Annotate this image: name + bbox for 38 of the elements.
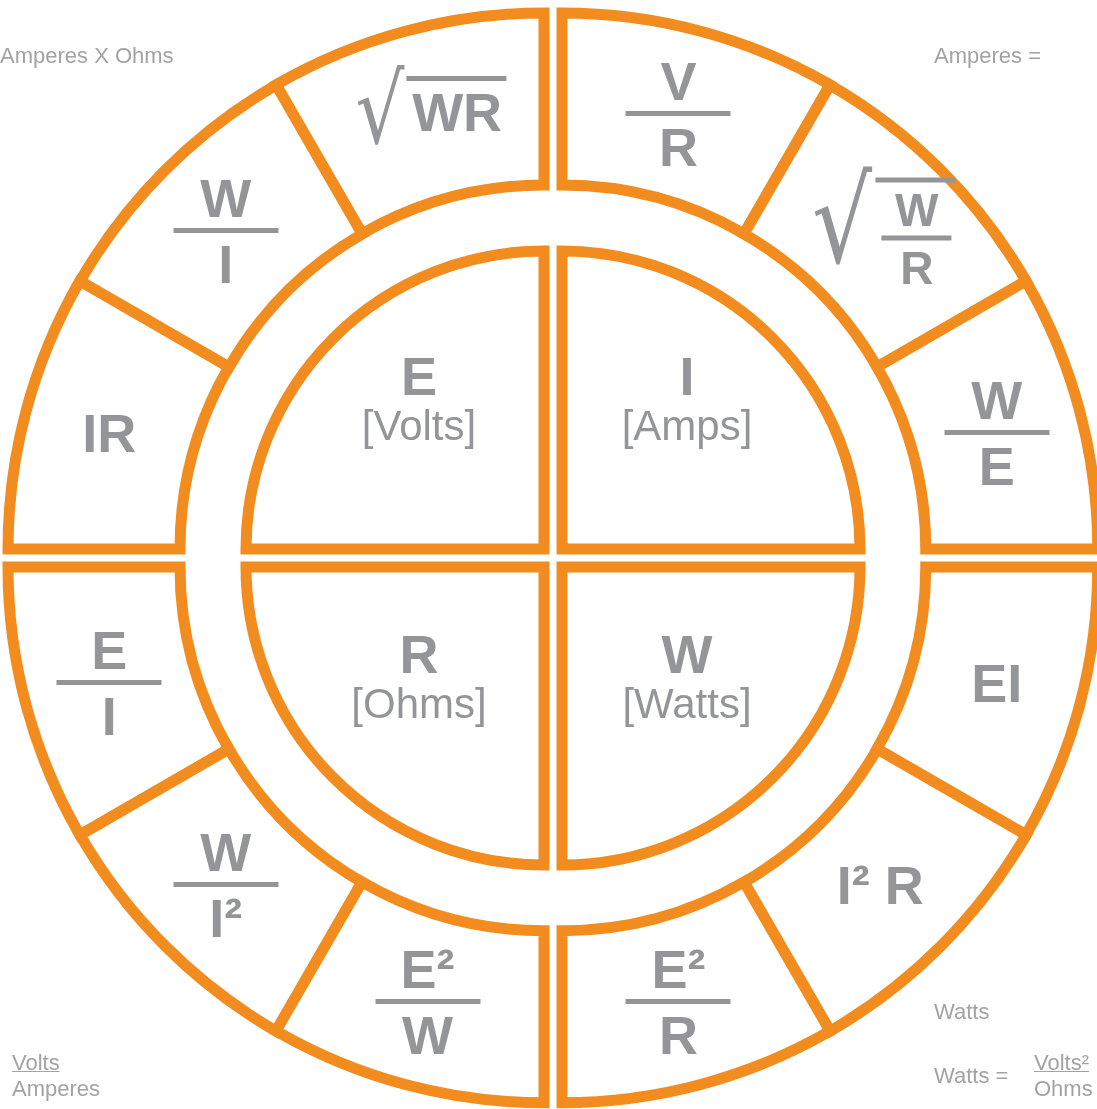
note-text: Amperes = <box>934 44 1041 69</box>
denominator: I <box>218 236 234 291</box>
denominator: R <box>900 244 934 291</box>
denominator: R <box>658 120 698 175</box>
unit-text: [Amps] <box>621 402 753 450</box>
square-root-sign: √ <box>355 62 404 159</box>
quantity-symbol: R <box>399 626 439 681</box>
unit-text: [Ohms] <box>351 680 487 728</box>
quantity-symbol: W <box>661 626 713 681</box>
denominator: I <box>101 689 117 744</box>
numerator: E² <box>651 941 706 996</box>
formula-text: WR <box>412 82 503 143</box>
note-text: Volts <box>12 1051 60 1076</box>
note-text: Ohms <box>1034 1077 1093 1102</box>
unit-text: [Volts] <box>361 402 477 450</box>
numerator: W <box>971 372 1023 427</box>
note-text: Amperes X Ohms <box>0 44 174 69</box>
square-root-sign: √ <box>812 161 873 280</box>
unit-text: [Watts] <box>622 680 752 728</box>
numerator: E <box>91 623 128 678</box>
numerator: E² <box>400 941 455 996</box>
formula-text: I² R <box>836 858 924 913</box>
denominator: I² <box>209 891 243 946</box>
quantity-symbol: I <box>679 348 695 403</box>
numerator: W <box>895 186 939 233</box>
note-text: Amperes <box>12 1077 101 1102</box>
formula-text: EI <box>971 656 1023 711</box>
note-text: Watts <box>934 1000 990 1025</box>
note-text: Watts = <box>934 1064 1009 1089</box>
numerator: W <box>200 825 252 880</box>
numerator: W <box>200 170 252 225</box>
denominator: W <box>402 1007 453 1062</box>
numerator: V <box>660 54 697 109</box>
formula-text: IR <box>82 405 137 460</box>
denominator: R <box>658 1007 698 1062</box>
note-text: Volts² <box>1034 1051 1090 1076</box>
quantity-symbol: E <box>401 348 437 403</box>
denominator: E <box>978 438 1015 493</box>
